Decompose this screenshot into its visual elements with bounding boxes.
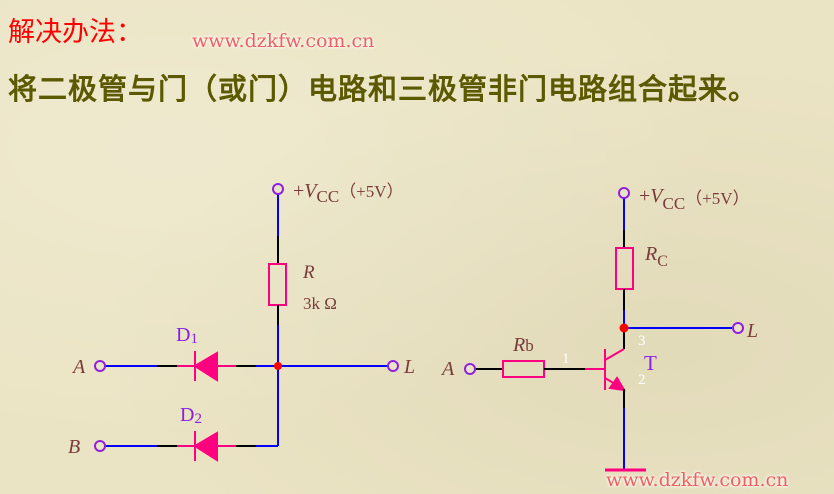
resistor-label: R bbox=[302, 262, 315, 283]
input-b-label: B bbox=[68, 436, 80, 458]
junction-dot bbox=[619, 323, 629, 333]
input-a-terminal bbox=[464, 363, 476, 375]
diode-d1-label: D1 bbox=[176, 324, 198, 347]
watermark-bottom: www.dzkfw.com.cn bbox=[606, 469, 789, 491]
resistor-rc bbox=[615, 247, 634, 290]
left-labels: +VCC（+5V） R 3k Ω D1 D2 A B L bbox=[68, 180, 415, 458]
resistor-value: 3k Ω bbox=[303, 294, 337, 313]
diode-d2-triangle bbox=[193, 431, 218, 462]
transistor-label: T bbox=[644, 351, 657, 375]
emitter-arrow bbox=[608, 376, 626, 392]
output-l-label: L bbox=[746, 320, 758, 342]
pin-emitter-label: 2 bbox=[638, 372, 646, 388]
diode-d2-label: D2 bbox=[180, 404, 202, 427]
transistor-collector bbox=[604, 348, 625, 361]
output-l-label: L bbox=[403, 356, 415, 378]
pin-base-label: 1 bbox=[562, 351, 570, 367]
diode-d1-triangle bbox=[193, 351, 218, 382]
rc-label: RC bbox=[644, 243, 668, 270]
input-a-label: A bbox=[71, 356, 86, 378]
input-b-terminal bbox=[94, 440, 106, 452]
resistor-rb bbox=[502, 360, 545, 378]
watermark-top: www.dzkfw.com.cn bbox=[192, 30, 375, 52]
rb-label: Rb bbox=[512, 334, 534, 356]
vcc-label: +VCC（+5V） bbox=[639, 185, 750, 213]
vcc-terminal bbox=[272, 183, 284, 195]
vcc-label: +VCC（+5V） bbox=[293, 180, 404, 206]
resistor-r bbox=[268, 263, 287, 306]
input-a-label: A bbox=[440, 358, 455, 380]
vcc-terminal bbox=[618, 187, 630, 199]
output-l-terminal bbox=[732, 322, 744, 334]
diode-or-gate bbox=[94, 183, 399, 462]
input-a-terminal bbox=[94, 360, 106, 372]
heading: 解决办法： bbox=[8, 17, 143, 48]
transistor-not-gate bbox=[464, 187, 744, 472]
subtitle: 将二极管与门（或门）电路和三极管非门电路组合起来。 bbox=[8, 72, 759, 106]
right-labels: +VCC（+5V） RC Rb A L T 1 3 2 bbox=[440, 185, 758, 388]
output-l-terminal bbox=[387, 360, 399, 372]
junction-dot bbox=[274, 362, 282, 370]
pin-collector-label: 3 bbox=[638, 333, 646, 349]
